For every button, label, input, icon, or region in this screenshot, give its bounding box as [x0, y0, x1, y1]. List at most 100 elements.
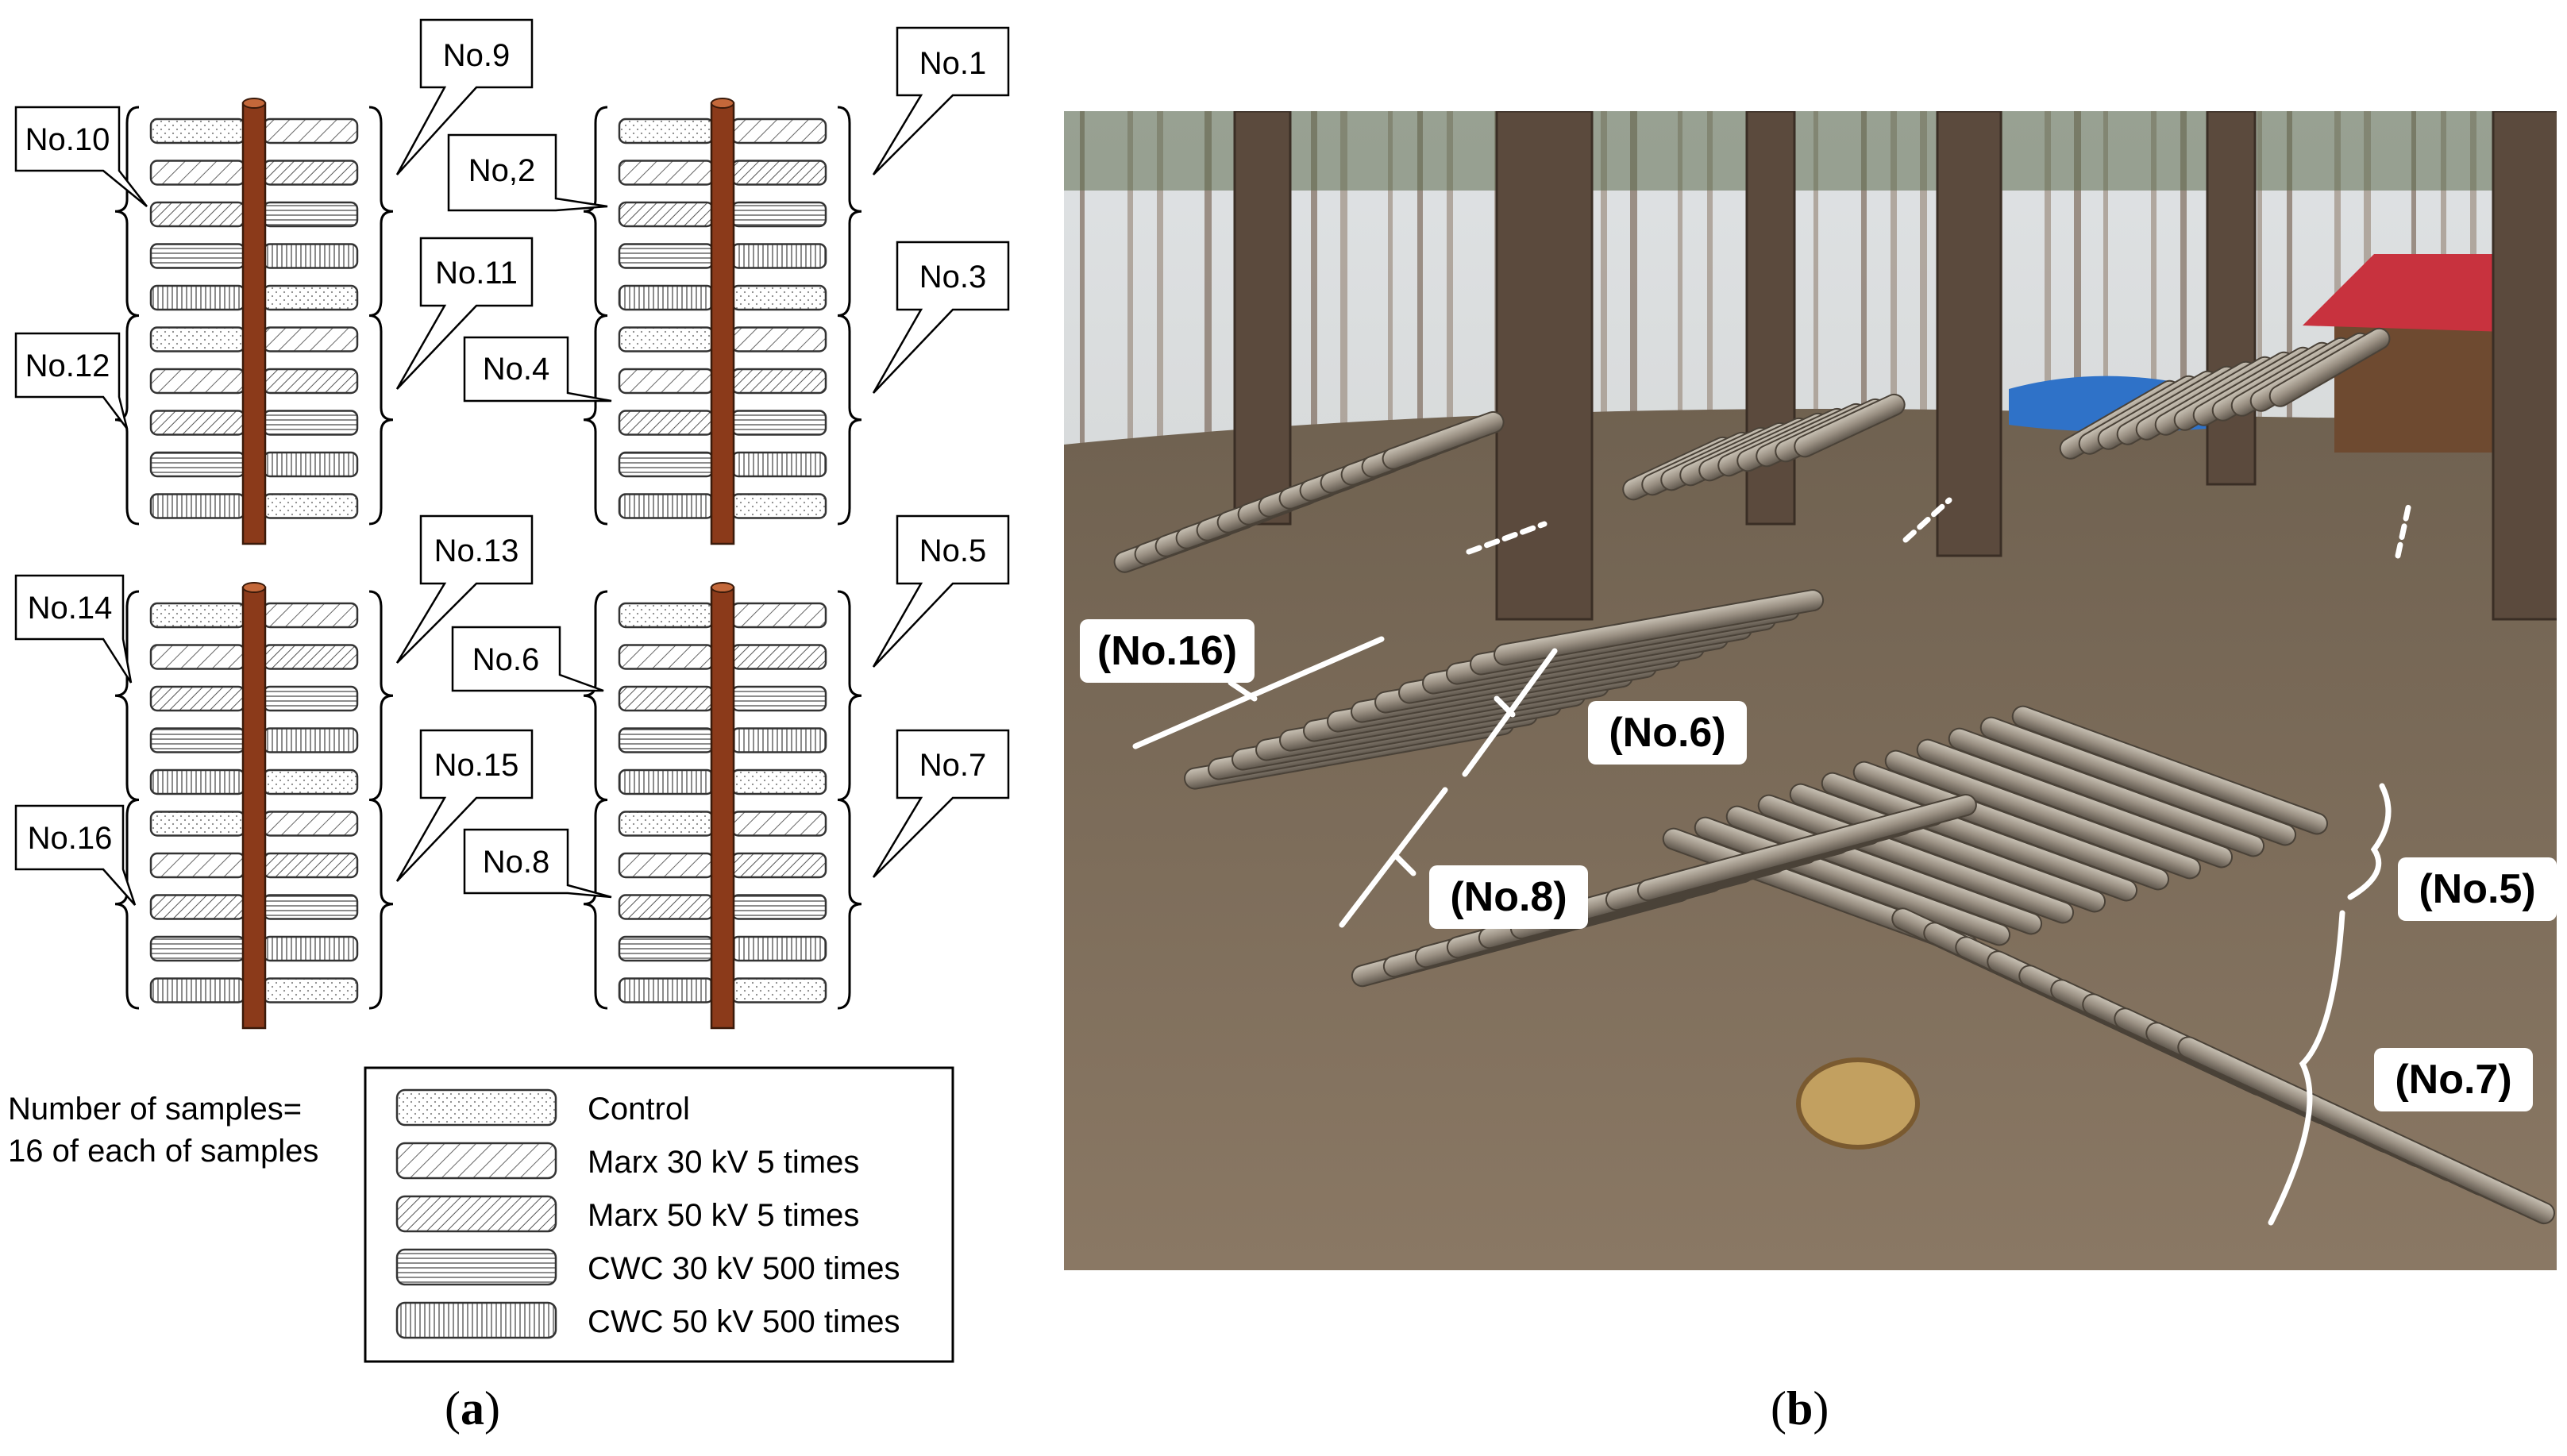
bg-tree — [2287, 111, 2292, 445]
bg-tree — [1340, 111, 1347, 445]
brace-no16-tick — [1228, 680, 1258, 702]
log-right — [262, 410, 359, 436]
legend-item-cwc30: CWC 30 kV 500 times — [395, 1248, 900, 1286]
log-left — [618, 410, 715, 436]
log-left — [149, 326, 246, 352]
legend-item-cwc50: CWC 50 kV 500 times — [395, 1301, 900, 1339]
svg-text:No.15: No.15 — [434, 748, 519, 783]
callout-no2: No,2 — [447, 133, 608, 212]
log-right — [730, 644, 827, 670]
brace-no16-line — [1132, 636, 1385, 749]
log-left — [149, 768, 246, 795]
log-pile-2 — [1622, 393, 1906, 501]
log-right — [730, 977, 827, 1003]
bg-tree — [1388, 111, 1393, 445]
legend-swatch-marx30 — [395, 1142, 557, 1180]
bg-tree — [2045, 111, 2051, 445]
log-right — [730, 326, 827, 352]
log-left — [149, 727, 246, 753]
log-right — [262, 727, 359, 753]
log-right — [730, 243, 827, 269]
svg-text:No.7: No.7 — [919, 748, 987, 783]
log-left — [149, 410, 246, 436]
log-right — [730, 493, 827, 519]
log-left — [618, 977, 715, 1003]
log-left — [618, 326, 715, 352]
log-pile-7 — [1891, 907, 2556, 1225]
log-right — [262, 894, 359, 920]
svg-text:No,2: No,2 — [468, 153, 536, 188]
callout-no3: No.3 — [872, 241, 1010, 394]
label-no16: (No.16) — [1097, 628, 1237, 674]
bg-tree — [1861, 111, 1867, 445]
legend-swatch-cwc50 — [395, 1301, 557, 1339]
brace-right — [837, 799, 862, 1010]
log-left — [618, 493, 715, 519]
log-left — [618, 201, 715, 228]
svg-text:No.11: No.11 — [435, 256, 518, 291]
log-right — [262, 685, 359, 712]
stack-2 — [618, 98, 827, 545]
canopy — [1064, 111, 2557, 191]
log-right — [262, 493, 359, 519]
log-right — [730, 852, 827, 879]
svg-text:Control: Control — [588, 1092, 690, 1127]
log — [1494, 589, 1825, 666]
svg-text:No.1: No.1 — [919, 46, 987, 81]
callout-no7: No.7 — [872, 729, 1010, 878]
log-right — [730, 768, 827, 795]
trunk-top — [711, 98, 734, 109]
callout-no14: No.14 — [14, 574, 133, 684]
photo-labels: (No.16) (No.6) (No.8) (No.5) (No.7) — [1080, 619, 2557, 1111]
log-right — [262, 326, 359, 352]
brace-left — [114, 590, 140, 801]
log-right — [262, 451, 359, 478]
log-left — [149, 602, 246, 629]
bg-tree — [1157, 111, 1163, 445]
log-right — [730, 811, 827, 837]
trunk — [241, 586, 267, 1030]
dashed-line-no6 — [1902, 497, 1952, 543]
log-left — [618, 935, 715, 962]
log-right — [730, 451, 827, 478]
caption-a: (a) — [445, 1382, 500, 1435]
tree-trunk — [2206, 111, 2257, 486]
label-no7: (No.7) — [2395, 1057, 2511, 1103]
trunk-top — [242, 98, 266, 109]
svg-text:No.10: No.10 — [25, 122, 110, 157]
log-right — [730, 602, 827, 629]
svg-text:No.16: No.16 — [28, 821, 113, 856]
callout-no5: No.5 — [872, 514, 1010, 668]
bg-tree — [1417, 111, 1423, 445]
log-piles — [1113, 327, 2556, 1225]
tree-trunk — [1495, 111, 1594, 621]
svg-text:CWC 50 kV 500 times: CWC 50 kV 500 times — [588, 1304, 900, 1339]
log-right — [730, 368, 827, 395]
log-left — [618, 451, 715, 478]
log-pile-3 — [2059, 327, 2391, 460]
legend-item-control: Control — [395, 1088, 690, 1127]
log — [2268, 327, 2391, 407]
brace-no7 — [2268, 910, 2345, 1226]
stack-1 — [149, 98, 359, 545]
log-stacks — [149, 98, 827, 1030]
caption-b: (b) — [1771, 1382, 1829, 1435]
trunk — [241, 102, 267, 545]
callout-no10: No.10 — [14, 106, 148, 207]
bg-tree — [2180, 111, 2187, 445]
brace-right — [368, 106, 394, 317]
callout-no11: No.11 — [395, 237, 534, 390]
log-left — [618, 685, 715, 712]
brace-right — [837, 106, 862, 317]
brace-no8-tick — [1394, 854, 1416, 876]
brace-right — [837, 314, 862, 526]
tree-trunk — [2492, 111, 2557, 621]
bg-tree — [2103, 111, 2108, 445]
log-right — [262, 243, 359, 269]
trunk — [710, 586, 735, 1030]
log-right — [262, 935, 359, 962]
bg-tree — [2334, 111, 2341, 445]
log-right — [730, 117, 827, 144]
svg-text:No.9: No.9 — [443, 38, 511, 73]
tree-stump — [1796, 1057, 1920, 1150]
